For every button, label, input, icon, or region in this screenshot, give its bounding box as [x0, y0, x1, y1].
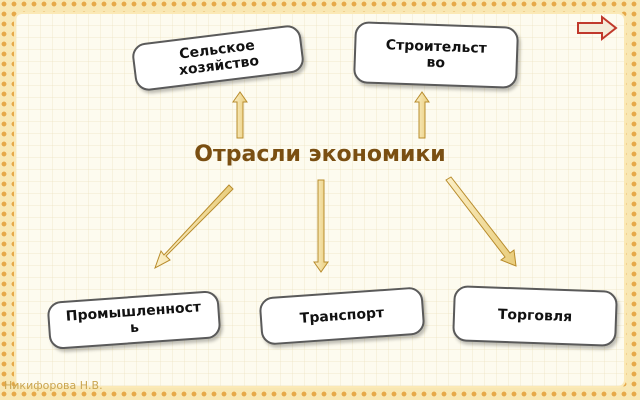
arrow-up-construction: [414, 91, 430, 139]
arrow-down-industry: [154, 184, 234, 270]
author-credit: Никифорова Н.В.: [4, 379, 103, 392]
transport-label: Транспорт: [299, 305, 385, 327]
box-construction: Строительст во: [352, 21, 520, 89]
trade-label: Торговля: [497, 306, 573, 326]
diagram-title: Отрасли экономики: [194, 142, 446, 167]
box-trade: Торговля: [452, 285, 618, 347]
arrow-up-agriculture: [232, 91, 248, 139]
arrow-down-transport: [313, 179, 329, 273]
next-arrow-icon[interactable]: [576, 14, 618, 42]
arrow-down-trade: [445, 176, 517, 267]
